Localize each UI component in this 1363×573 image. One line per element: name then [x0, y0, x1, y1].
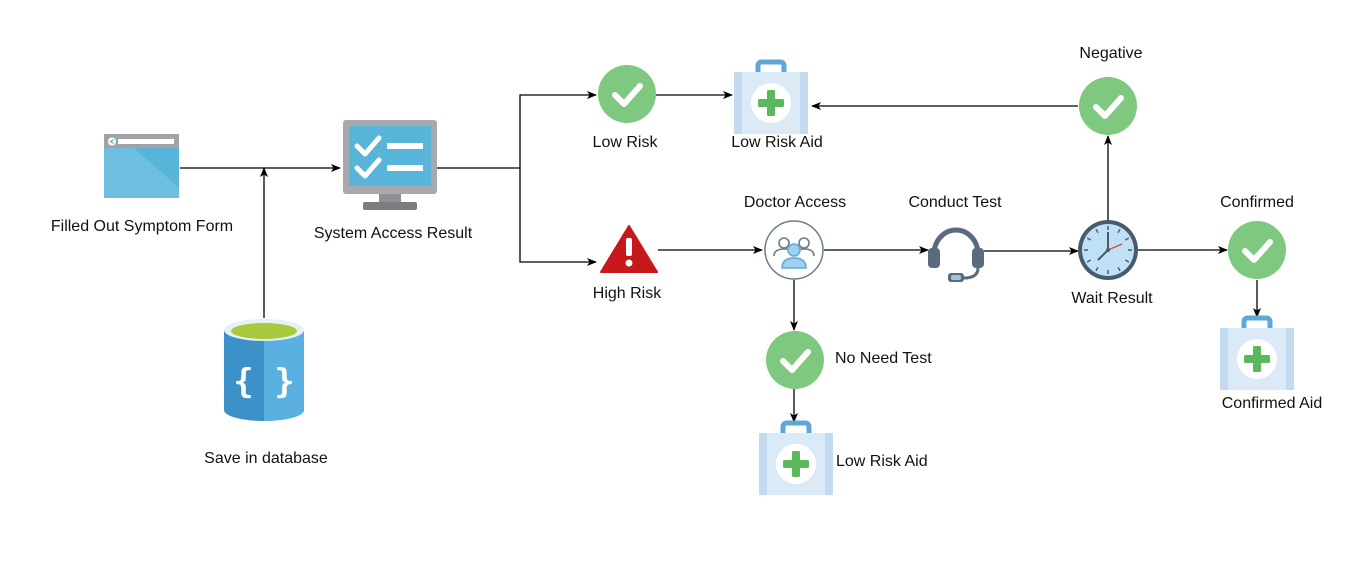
check-circle-icon	[1228, 221, 1286, 279]
first-aid-kit-icon	[1220, 315, 1294, 390]
monitor-checklist-icon	[343, 120, 437, 210]
label-wait-result: Wait Result	[1071, 290, 1153, 307]
web-form-icon	[104, 134, 179, 198]
label-negative: Negative	[1079, 45, 1143, 62]
label-conduct-test: Conduct Test	[908, 194, 1002, 211]
label-doctor-access: Doctor Access	[743, 194, 847, 211]
check-circle-icon	[766, 331, 824, 389]
arrow-system-to-high-risk	[519, 168, 597, 266]
label-system-access-result: System Access Result	[313, 225, 473, 242]
clock-icon	[1078, 220, 1138, 280]
database-icon: { }	[224, 319, 304, 421]
label-low-risk: Low Risk	[592, 134, 658, 151]
check-circle-icon	[598, 65, 656, 123]
doctor-group-icon	[764, 220, 824, 280]
label-low-risk-aid-top: Low Risk Aid	[731, 134, 823, 151]
first-aid-kit-icon	[734, 59, 808, 134]
svg-text:{ }: { }	[233, 362, 294, 402]
first-aid-kit-icon	[759, 420, 833, 495]
headset-icon	[928, 227, 984, 282]
label-low-risk-aid-bottom: Low Risk Aid	[836, 453, 928, 470]
warning-triangle-icon	[600, 225, 658, 273]
label-confirmed: Confirmed	[1220, 194, 1294, 211]
label-high-risk: High Risk	[592, 285, 662, 302]
label-filled-out-symptom-form: Filled Out Symptom Form	[50, 218, 234, 235]
arrow-system-to-low-risk	[437, 91, 597, 169]
check-circle-icon	[1079, 77, 1137, 135]
label-confirmed-aid: Confirmed Aid	[1221, 395, 1323, 412]
connectors	[180, 91, 1261, 423]
label-save-in-database: Save in database	[204, 450, 328, 467]
label-no-need-test: No Need Test	[835, 350, 932, 367]
